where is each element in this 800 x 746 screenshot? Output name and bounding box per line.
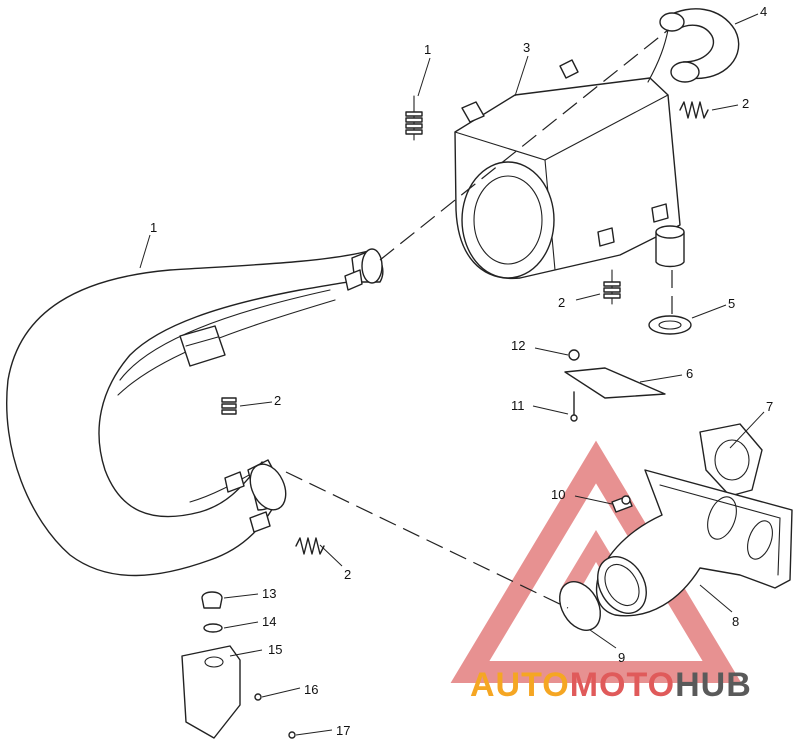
spring-parts bbox=[221, 95, 709, 555]
callout-screw: 11 bbox=[511, 398, 525, 413]
callout-seal: 9 bbox=[618, 650, 625, 665]
watermark-auto: AUTO bbox=[470, 666, 570, 704]
watermark-text: AUTOMOTOHUB bbox=[470, 666, 752, 704]
seal-ring-part bbox=[559, 581, 601, 631]
callout-bolt: 10 bbox=[551, 487, 565, 502]
callout-manifold: 8 bbox=[732, 614, 739, 629]
callout-1-upper-spring: 1 bbox=[424, 42, 431, 57]
mount-bracket-assembly bbox=[181, 591, 296, 739]
callout-nut: 12 bbox=[511, 338, 525, 353]
callout-screw-lower: 17 bbox=[336, 723, 350, 738]
leader-lines bbox=[139, 13, 765, 736]
callout-grommet: 5 bbox=[728, 296, 735, 311]
exhaust-manifold-part bbox=[595, 469, 793, 617]
callout-damper: 13 bbox=[262, 586, 276, 601]
spring-top-right bbox=[679, 101, 709, 119]
callout-washer: 14 bbox=[262, 614, 276, 629]
svg-text:AUTOMOTOHUB: AUTOMOTOHUB bbox=[470, 666, 752, 704]
spring-bottom bbox=[295, 537, 325, 555]
watermark-hub: HUB bbox=[675, 666, 752, 704]
grommet-part bbox=[648, 315, 692, 335]
callout-spring-middle: 2 bbox=[558, 295, 565, 310]
heat-shield-part bbox=[564, 349, 666, 422]
callout-labels: 1 2 3 4 2 2 5 12 6 11 7 10 2 13 14 15 16… bbox=[150, 4, 773, 738]
spring-top-left bbox=[405, 95, 423, 141]
expansion-chamber-part bbox=[6, 248, 384, 577]
callout-bracket: 15 bbox=[268, 642, 282, 657]
muffler-part bbox=[454, 59, 685, 280]
callout-screw-upper: 16 bbox=[304, 682, 318, 697]
spring-middle bbox=[603, 269, 621, 305]
watermark-moto: MOTO bbox=[570, 666, 675, 704]
callout-heat-shield: 6 bbox=[686, 366, 693, 381]
callout-expansion-chamber: 1 bbox=[150, 220, 157, 235]
callout-muffler: 3 bbox=[523, 40, 530, 55]
elbow-tube-part bbox=[647, 8, 740, 83]
callout-spring-right: 2 bbox=[742, 96, 749, 111]
callout-spring-bottom: 2 bbox=[344, 567, 351, 582]
flange-gasket-part bbox=[699, 423, 763, 497]
callout-gasket: 7 bbox=[766, 399, 773, 414]
callout-spring-left: 2 bbox=[274, 393, 281, 408]
callout-elbow: 4 bbox=[760, 4, 767, 19]
bolt-part bbox=[611, 495, 633, 513]
spring-left bbox=[221, 397, 237, 415]
